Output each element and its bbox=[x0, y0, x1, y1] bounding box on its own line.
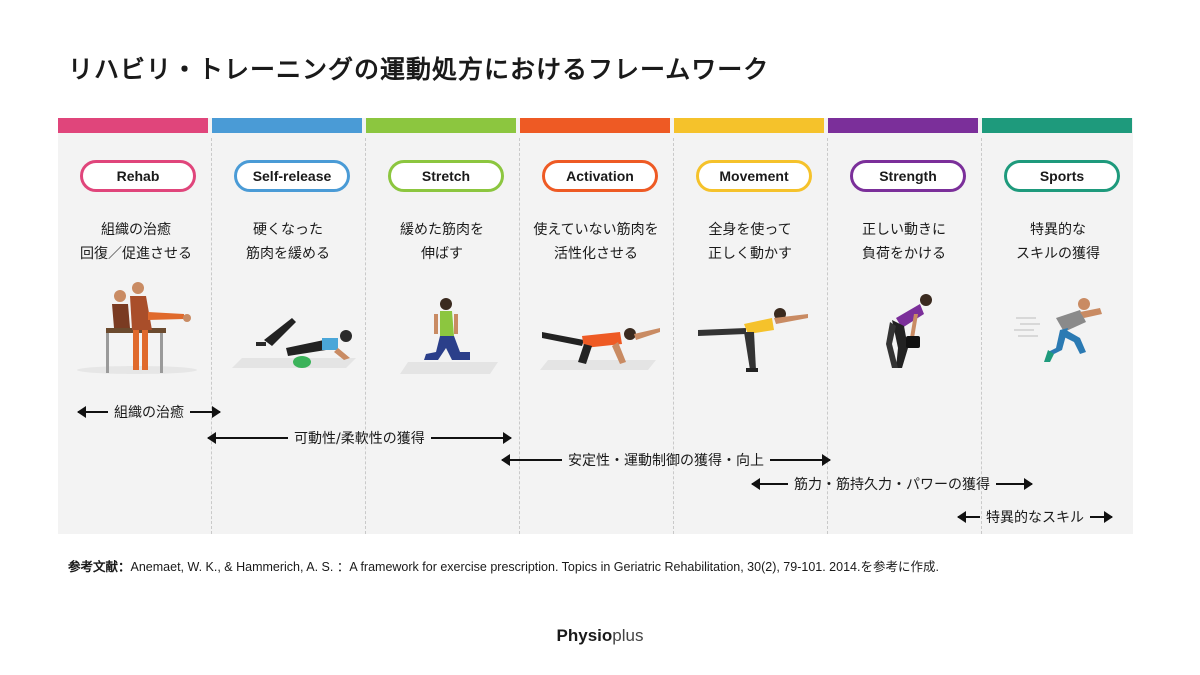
left-arrowhead-icon bbox=[77, 406, 108, 418]
range-arrow-specific-skill: 特異的なスキル bbox=[957, 507, 1113, 527]
range-label: 特異的なスキル bbox=[986, 510, 1084, 526]
stage-color-bar bbox=[366, 118, 516, 133]
reference-prefix: 参考文献： bbox=[68, 560, 131, 574]
stage-description: 組織の治癒回復／促進させる bbox=[80, 222, 192, 262]
range-label: 筋力・筋持久力・パワーの獲得 bbox=[794, 477, 990, 493]
stage-color-bar bbox=[212, 118, 362, 133]
stage-sports: Sports 特異的なスキルの獲得 bbox=[982, 118, 1136, 534]
right-arrowhead-icon bbox=[1090, 511, 1113, 523]
stage-color-bar bbox=[674, 118, 824, 133]
range-label: 安定性・運動制御の獲得・向上 bbox=[568, 453, 764, 469]
right-arrowhead-icon bbox=[430, 432, 512, 444]
lunge-stretch-illustration bbox=[400, 298, 498, 374]
therapist-assisting-patient-illustration bbox=[77, 282, 197, 374]
stage-color-bar bbox=[58, 118, 208, 133]
stage-movement: Movement 全身を使って正しく動かす bbox=[674, 118, 828, 534]
left-arrowhead-icon bbox=[957, 511, 980, 523]
stage-description: 使えていない筋肉を活性化させる bbox=[533, 222, 659, 262]
stage-label-pill: Movement bbox=[696, 160, 812, 192]
page-title: リハビリ・トレーニングの運動処方におけるフレームワーク bbox=[68, 55, 770, 84]
brand-logo: Physioplus bbox=[556, 626, 644, 645]
right-arrowhead-icon bbox=[190, 406, 221, 418]
stage-label-pill: Self-release bbox=[234, 160, 350, 192]
stage-activation: Activation 使えていない筋肉を活性化させる bbox=[520, 118, 674, 534]
stage-label-pill: Strength bbox=[850, 160, 966, 192]
stage-description: 特異的なスキルの獲得 bbox=[1016, 222, 1100, 262]
range-label: 組織の治癒 bbox=[114, 405, 184, 421]
stage-label-pill: Rehab bbox=[80, 160, 196, 192]
stage-strength: Strength 正しい動きに負荷をかける bbox=[828, 118, 982, 534]
stage-label-pill: Activation bbox=[542, 160, 658, 192]
range-arrow-tissue-healing: 組織の治癒 bbox=[77, 402, 221, 422]
stage-rehab: Rehab 組織の治癒回復／促進させる bbox=[58, 118, 212, 534]
range-arrow-strength: 筋力・筋持久力・パワーの獲得 bbox=[751, 474, 1033, 494]
left-arrowhead-icon bbox=[751, 478, 788, 490]
stage-description: 硬くなった筋肉を緩める bbox=[246, 222, 330, 262]
stage-label-pill: Sports bbox=[1004, 160, 1120, 192]
range-arrow-stability: 安定性・運動制御の獲得・向上 bbox=[501, 450, 831, 470]
right-arrowhead-icon bbox=[996, 478, 1033, 490]
stage-description: 全身を使って正しく動かす bbox=[708, 222, 792, 262]
stage-self-release: Self-release 硬くなった筋肉を緩める bbox=[212, 118, 366, 534]
sprinter-illustration bbox=[1014, 298, 1102, 362]
range-label: 可動性/柔軟性の獲得 bbox=[294, 431, 425, 447]
stage-description: 緩めた筋肉を伸ばす bbox=[400, 222, 484, 262]
stage-color-bar bbox=[520, 118, 670, 133]
bird-dog-illustration bbox=[540, 328, 660, 370]
stage-label-pill: Stretch bbox=[388, 160, 504, 192]
foam-roller-illustration bbox=[232, 318, 356, 368]
left-arrowhead-icon bbox=[501, 454, 562, 466]
deadlift-illustration bbox=[886, 294, 932, 368]
stage-color-bar bbox=[982, 118, 1132, 133]
reference-note: 参考文献：Anemaet, W. K., & Hammerich, A. S. … bbox=[68, 556, 939, 575]
reference-text: Anemaet, W. K., & Hammerich, A. S. ：A fr… bbox=[130, 560, 939, 574]
stage-color-bar bbox=[828, 118, 978, 133]
single-leg-balance-illustration bbox=[698, 308, 808, 372]
stage-stretch: Stretch 緩めた筋肉を伸ばす bbox=[366, 118, 520, 534]
range-arrow-mobility: 可動性/柔軟性の獲得 bbox=[207, 428, 512, 448]
left-arrowhead-icon bbox=[207, 432, 288, 444]
right-arrowhead-icon bbox=[770, 454, 831, 466]
stage-description: 正しい動きに負荷をかける bbox=[862, 222, 946, 262]
